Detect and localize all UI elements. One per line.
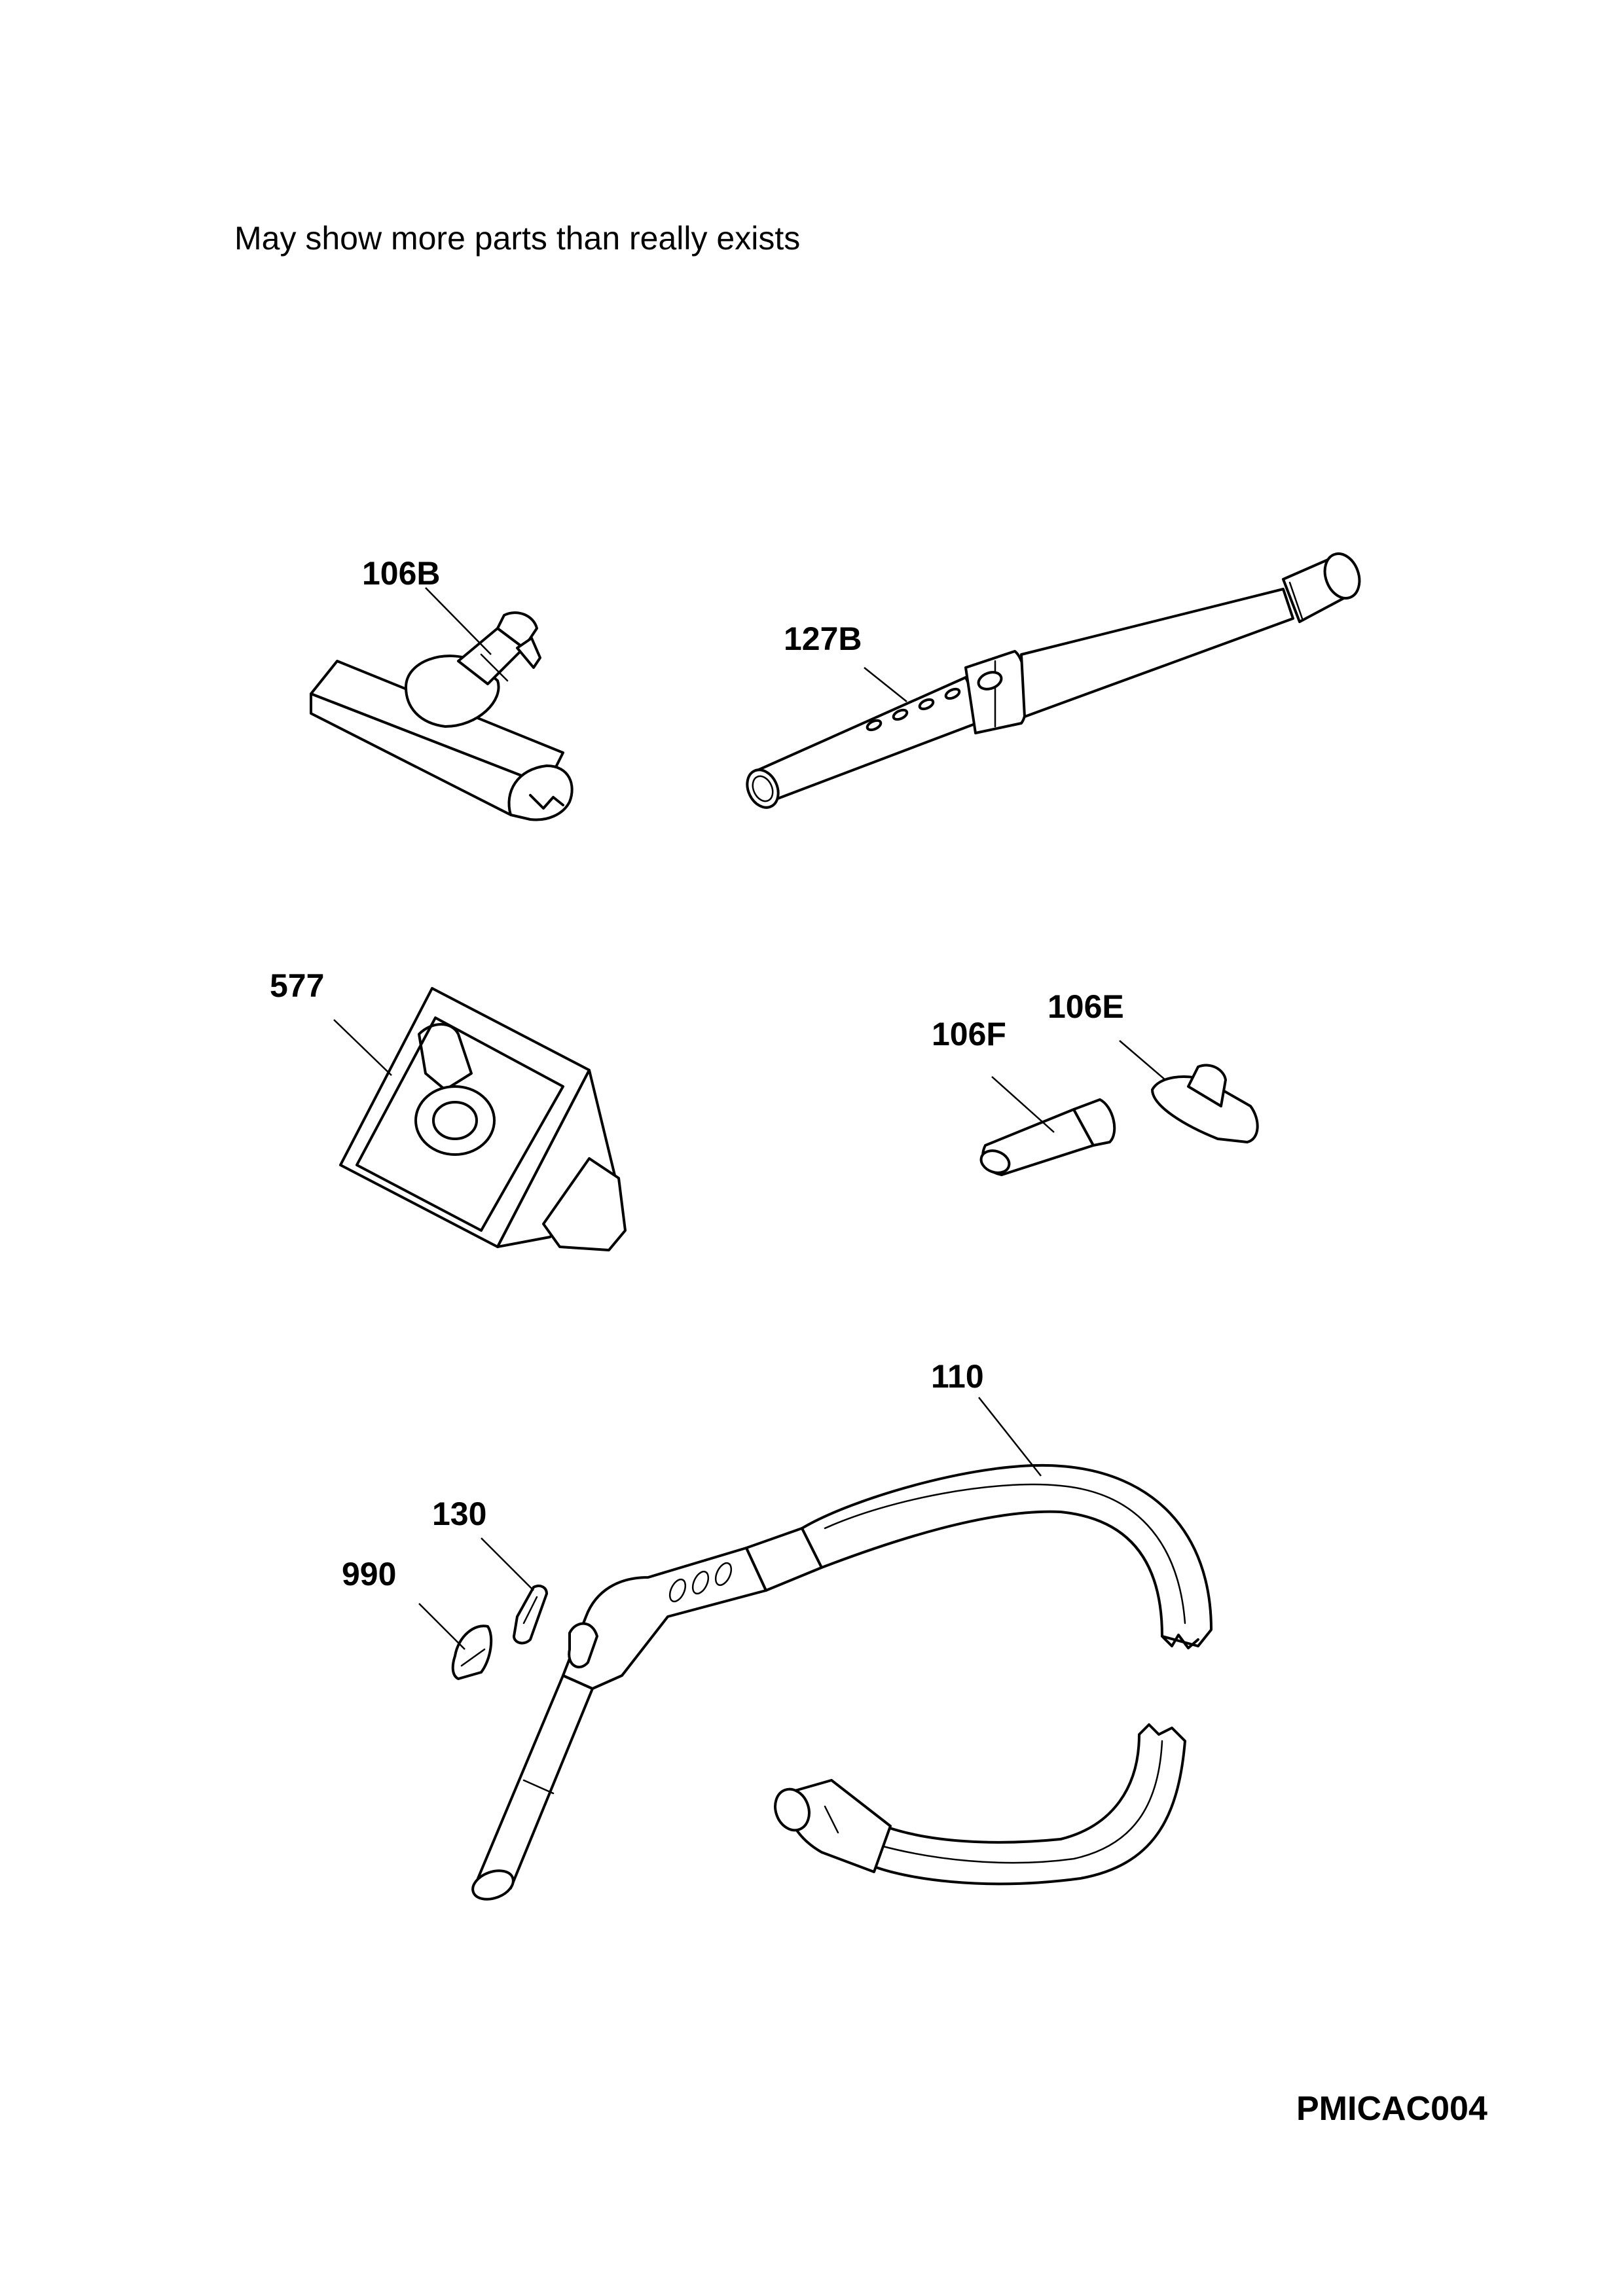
- label-106b: 106B: [362, 555, 441, 592]
- label-110: 110: [931, 1358, 984, 1395]
- part-110-hose-handle[interactable]: [469, 1463, 1213, 1905]
- label-130: 130: [432, 1496, 486, 1532]
- label-106f: 106F: [932, 1016, 1006, 1052]
- part-577-dust-bag[interactable]: [339, 987, 627, 1251]
- label-106e: 106E: [1048, 988, 1124, 1025]
- label-127b: 127B: [784, 620, 862, 657]
- disclaimer-note: May show more parts than really exists: [234, 220, 801, 257]
- part-990-slider[interactable]: [451, 1624, 493, 1680]
- part-127b-telescopic-tube[interactable]: [741, 549, 1365, 813]
- label-577: 577: [270, 967, 324, 1004]
- part-106f-crevice-tool[interactable]: [978, 1098, 1116, 1177]
- part-106b-floor-nozzle[interactable]: [310, 611, 574, 821]
- part-106e-upholstery-nozzle[interactable]: [1151, 1064, 1259, 1143]
- part-130-clip[interactable]: [513, 1585, 548, 1645]
- diagram-code: PMICAC004: [1296, 2090, 1487, 2128]
- label-990: 990: [342, 1556, 396, 1592]
